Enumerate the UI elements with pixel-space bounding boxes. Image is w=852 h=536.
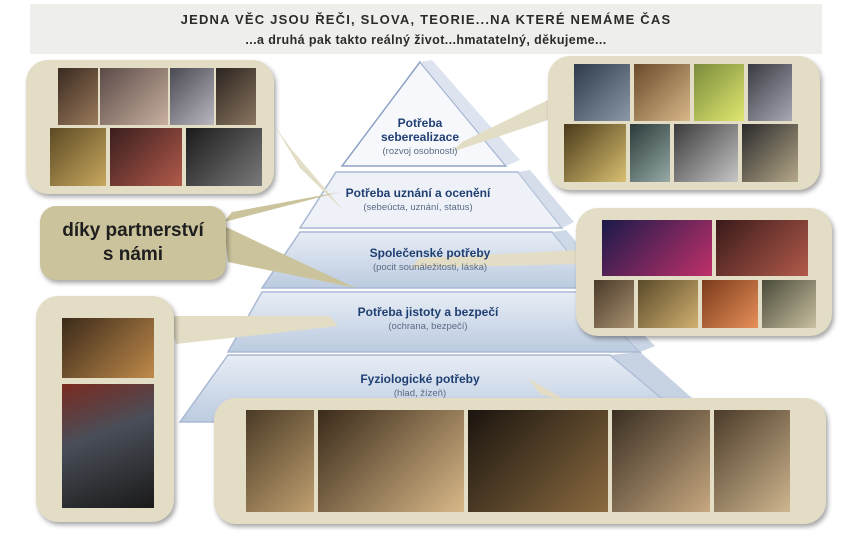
level-5-title: Fyziologické potřeby bbox=[360, 372, 480, 386]
level-2-title: Potřeba uznání a ocenění bbox=[345, 186, 491, 200]
photo bbox=[762, 280, 816, 328]
level-self-actualization: Potřeba seberealizace (rozvoj osobnosti) bbox=[358, 116, 482, 158]
photo bbox=[318, 410, 464, 512]
photo bbox=[716, 220, 808, 276]
photo-bubble-bottom bbox=[214, 398, 826, 524]
photo bbox=[638, 280, 698, 328]
photo bbox=[742, 124, 798, 182]
level-safety: Potřeba jistoty a bezpečí (ochrana, bezp… bbox=[318, 305, 538, 333]
photo-bubble-lower-left bbox=[36, 296, 174, 522]
photo-bubble-top-left bbox=[26, 60, 274, 194]
pointer-top-right bbox=[452, 98, 566, 152]
pointer-partner bbox=[224, 226, 356, 288]
photo bbox=[100, 68, 168, 125]
photo bbox=[612, 410, 710, 512]
photo bbox=[630, 124, 670, 182]
level-1-title-line2: seberealizace bbox=[380, 130, 460, 144]
photo bbox=[674, 124, 738, 182]
level-5-subtitle: (hlad, žízeň) bbox=[393, 388, 447, 399]
header-subtitle: ...a druhá pak takto reálný život...hmat… bbox=[245, 33, 607, 47]
partnership-label: díky partnerství s námi bbox=[40, 206, 226, 280]
photo bbox=[714, 410, 790, 512]
photo-bubble-top-right bbox=[548, 56, 820, 190]
photo bbox=[246, 410, 314, 512]
pointer-low-left bbox=[168, 316, 338, 344]
level-physiological: Fyziologické potřeby (hlad, žízeň) bbox=[310, 372, 530, 400]
photo bbox=[702, 280, 758, 328]
level-3-title: Společenské potřeby bbox=[369, 246, 491, 260]
level-esteem: Potřeba uznání a ocenění (sebeúcta, uzná… bbox=[318, 186, 518, 214]
photo bbox=[216, 68, 256, 125]
partnership-label-line2: s námi bbox=[102, 244, 164, 265]
level-4-title: Potřeba jistoty a bezpečí bbox=[357, 305, 499, 319]
photo bbox=[602, 220, 712, 276]
photo bbox=[170, 68, 214, 125]
level-4-subtitle: (ochrana, bezpečí) bbox=[388, 321, 468, 332]
partnership-label-line1: díky partnerství bbox=[62, 220, 204, 241]
photo bbox=[564, 124, 626, 182]
photo bbox=[58, 68, 98, 125]
photo bbox=[594, 280, 634, 328]
photo bbox=[186, 128, 262, 186]
photo-bubble-mid-right bbox=[576, 208, 832, 336]
photo bbox=[62, 384, 154, 508]
level-2-subtitle: (sebeúcta, uznání, status) bbox=[363, 202, 473, 213]
photo bbox=[748, 64, 792, 121]
header-banner: JEDNA VĚC JSOU ŘEČI, SLOVA, TEORIE...NA … bbox=[30, 4, 822, 54]
level-1-title-line1: Potřeba bbox=[397, 116, 443, 130]
level-3-subtitle: (pocit sounáležitosti, láska) bbox=[372, 262, 488, 273]
photo bbox=[110, 128, 182, 186]
pointer-partner-up bbox=[224, 192, 340, 222]
photo bbox=[468, 410, 608, 512]
header-title: JEDNA VĚC JSOU ŘEČI, SLOVA, TEORIE...NA … bbox=[180, 12, 672, 27]
photo bbox=[634, 64, 690, 121]
level-1-subtitle: (rozvoj osobnosti) bbox=[382, 146, 458, 157]
photo bbox=[574, 64, 630, 121]
photo bbox=[694, 64, 744, 121]
photo bbox=[50, 128, 106, 186]
photo bbox=[62, 318, 154, 378]
level-social: Společenské potřeby (pocit sounáležitost… bbox=[330, 246, 530, 274]
pointer-mid-right bbox=[410, 250, 584, 268]
